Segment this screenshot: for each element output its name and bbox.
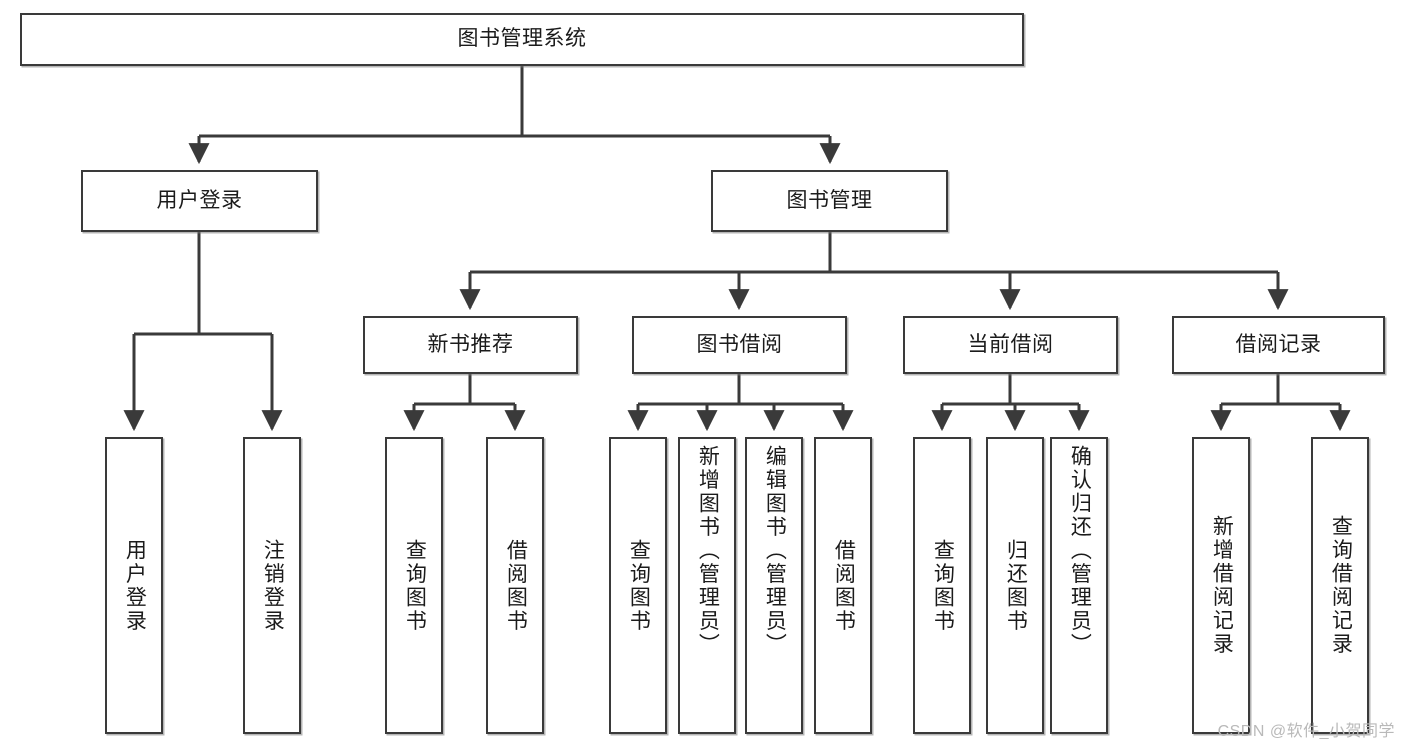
node-leaf-query-book-1[interactable]: 查询图书 (385, 437, 443, 734)
node-leaf-user-logout[interactable]: 注销登录 (243, 437, 301, 734)
node-book-manage[interactable]: 图书管理 (711, 170, 948, 232)
node-leaf-add-book-admin[interactable]: 新增图书（管理员） (678, 437, 736, 734)
node-leaf-query-book-2[interactable]: 查询图书 (609, 437, 667, 734)
node-user-login[interactable]: 用户登录 (81, 170, 318, 232)
node-leaf-query-borrow-record-label: 查询借阅记录 (1329, 515, 1353, 656)
node-user-login-label: 用户登录 (156, 188, 243, 212)
node-leaf-query-borrow-record[interactable]: 查询借阅记录 (1311, 437, 1369, 734)
node-leaf-borrow-book-1-label: 借阅图书 (504, 538, 528, 633)
node-book-borrow-label: 图书借阅 (696, 332, 783, 356)
node-leaf-return-book[interactable]: 归还图书 (986, 437, 1044, 734)
node-new-book-recommend-label: 新书推荐 (427, 332, 514, 356)
node-current-borrow[interactable]: 当前借阅 (903, 316, 1118, 374)
node-leaf-return-book-label: 归还图书 (1004, 538, 1028, 633)
node-leaf-add-borrow-record[interactable]: 新增借阅记录 (1192, 437, 1250, 734)
node-leaf-query-book-3-label: 查询图书 (931, 538, 955, 633)
node-book-manage-label: 图书管理 (786, 188, 873, 212)
node-leaf-edit-book-admin[interactable]: 编辑图书（管理员） (745, 437, 803, 734)
node-book-borrow[interactable]: 图书借阅 (632, 316, 847, 374)
node-leaf-user-logout-label: 注销登录 (261, 538, 285, 633)
node-root-system[interactable]: 图书管理系统 (20, 13, 1024, 66)
node-leaf-query-book-2-label: 查询图书 (627, 538, 651, 633)
node-leaf-borrow-book-2-label: 借阅图书 (832, 538, 856, 633)
node-leaf-user-login[interactable]: 用户登录 (105, 437, 163, 734)
node-leaf-add-book-admin-label: 新增图书（管理员） (696, 445, 720, 657)
node-leaf-query-book-1-label: 查询图书 (403, 538, 427, 633)
node-leaf-query-book-3[interactable]: 查询图书 (913, 437, 971, 734)
watermark-text: CSDN @软件_小贺同学 (1217, 723, 1395, 740)
node-borrow-record-label: 借阅记录 (1235, 332, 1322, 356)
node-leaf-confirm-return-admin-label: 确认归还（管理员） (1068, 445, 1092, 657)
node-borrow-record[interactable]: 借阅记录 (1172, 316, 1385, 374)
node-new-book-recommend[interactable]: 新书推荐 (363, 316, 578, 374)
node-leaf-edit-book-admin-label: 编辑图书（管理员） (763, 445, 787, 657)
node-leaf-borrow-book-1[interactable]: 借阅图书 (486, 437, 544, 734)
node-root-label: 图书管理系统 (457, 27, 587, 51)
node-leaf-borrow-book-2[interactable]: 借阅图书 (814, 437, 872, 734)
node-leaf-add-borrow-record-label: 新增借阅记录 (1210, 515, 1234, 656)
node-current-borrow-label: 当前借阅 (967, 332, 1054, 356)
node-leaf-confirm-return-admin[interactable]: 确认归还（管理员） (1050, 437, 1108, 734)
node-leaf-user-login-label: 用户登录 (123, 538, 147, 633)
